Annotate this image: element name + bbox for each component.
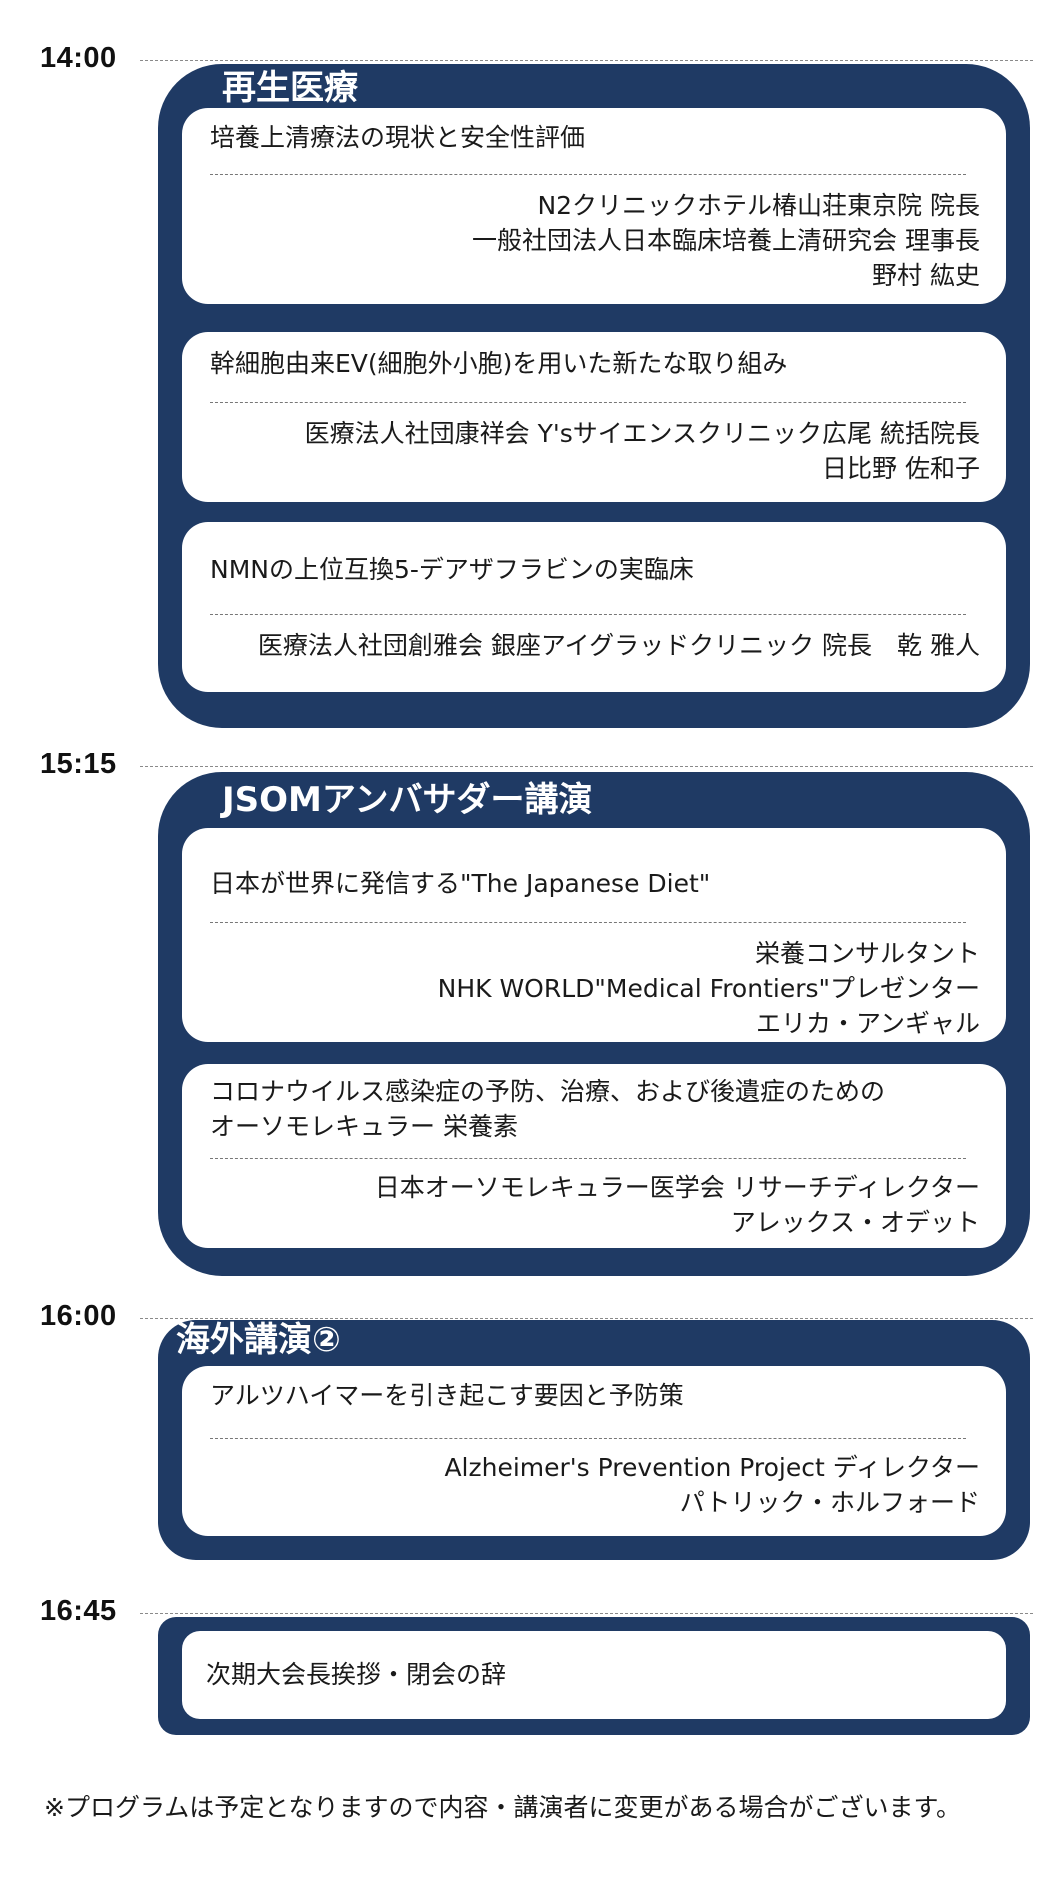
time-divider <box>140 1318 1033 1319</box>
program-note: ※プログラムは予定となりますので内容・講演者に変更がある場合がございます。 <box>44 1793 961 1822</box>
session-title: 再生医療 <box>222 68 358 108</box>
session-title: 海外講演② <box>176 1320 341 1360</box>
talk-title: 幹細胞由来EV(細胞外小胞)を用いた新たな取り組み <box>210 349 788 378</box>
speaker-name: アレックス・オデット <box>730 1208 980 1237</box>
session-block: 次期大会長挨拶・閉会の辞 <box>158 1617 1030 1735</box>
talk-separator <box>210 614 966 615</box>
session-time: 16:45 <box>40 1595 117 1627</box>
talk-separator <box>210 1438 966 1439</box>
speaker-line: 栄養コンサルタント <box>754 939 980 968</box>
session-title: JSOMアンバサダー講演 <box>222 780 593 820</box>
talk-card: 培養上清療法の現状と安全性評価 N2クリニックホテル椿山荘東京院 院長 一般社団… <box>182 108 1006 304</box>
speaker-info: 栄養コンサルタント NHK WORLD"Medical Frontiers"プレ… <box>202 936 980 1041</box>
session-time: 16:00 <box>40 1300 117 1332</box>
talk-card: アルツハイマーを引き起こす要因と予防策 Alzheimer's Preventi… <box>182 1366 1006 1536</box>
speaker-info: N2クリニックホテル椿山荘東京院 院長 一般社団法人日本臨床培養上清研究会 理事… <box>202 188 980 293</box>
speaker-line: 医療法人社団創雅会 銀座アイグラッドクリニック 院長 乾 雅人 <box>257 631 980 660</box>
session-time: 15:15 <box>40 748 117 780</box>
talk-separator <box>210 402 966 403</box>
speaker-info: 日本オーソモレキュラー医学会 リサーチディレクター アレックス・オデット <box>202 1170 980 1240</box>
talk-title: NMNの上位互換5-デアザフラビンの実臨床 <box>210 555 694 584</box>
speaker-line: 医療法人社団康祥会 Y'sサイエンスクリニック広尾 統括院長 <box>304 419 980 448</box>
session-time: 14:00 <box>40 42 117 74</box>
talk-title: コロナウイルス感染症の予防、治療、および後遺症のための オーソモレキュラー 栄養… <box>210 1077 886 1141</box>
talk-separator <box>210 1158 966 1159</box>
talk-title: 日本が世界に発信する"The Japanese Diet" <box>210 869 711 898</box>
speaker-line: Alzheimer's Prevention Project ディレクター <box>444 1453 980 1482</box>
talk-card: 幹細胞由来EV(細胞外小胞)を用いた新たな取り組み 医療法人社団康祥会 Y'sサ… <box>182 332 1006 502</box>
speaker-name: 日比野 佐和子 <box>822 454 980 483</box>
talk-title: 培養上清療法の現状と安全性評価 <box>210 123 586 152</box>
session-block: 再生医療 培養上清療法の現状と安全性評価 N2クリニックホテル椿山荘東京院 院長… <box>158 64 1030 728</box>
speaker-name: 野村 紘史 <box>872 261 980 290</box>
speaker-line: NHK WORLD"Medical Frontiers"プレゼンター <box>437 974 980 1003</box>
talk-separator <box>210 174 966 175</box>
talk-card: 日本が世界に発信する"The Japanese Diet" 栄養コンサルタント … <box>182 828 1006 1042</box>
talk-card: NMNの上位互換5-デアザフラビンの実臨床 医療法人社団創雅会 銀座アイグラッド… <box>182 522 1006 692</box>
time-divider <box>140 1613 1033 1614</box>
talk-card: コロナウイルス感染症の予防、治療、および後遺症のための オーソモレキュラー 栄養… <box>182 1064 1006 1248</box>
speaker-info: 医療法人社団創雅会 銀座アイグラッドクリニック 院長 乾 雅人 <box>202 628 980 663</box>
speaker-name: エリカ・アンギャル <box>755 1009 980 1038</box>
talk-title: アルツハイマーを引き起こす要因と予防策 <box>210 1381 684 1410</box>
time-divider <box>140 60 1033 61</box>
talk-card: 次期大会長挨拶・閉会の辞 <box>182 1631 1006 1719</box>
session-block: JSOMアンバサダー講演 日本が世界に発信する"The Japanese Die… <box>158 772 1030 1276</box>
session-block: 海外講演② アルツハイマーを引き起こす要因と予防策 Alzheimer's Pr… <box>158 1320 1030 1560</box>
talk-title: 次期大会長挨拶・閉会の辞 <box>206 1660 507 1689</box>
speaker-line: 一般社団法人日本臨床培養上清研究会 理事長 <box>472 226 980 255</box>
speaker-info: Alzheimer's Prevention Project ディレクター パト… <box>202 1450 980 1520</box>
speaker-info: 医療法人社団康祥会 Y'sサイエンスクリニック広尾 統括院長 日比野 佐和子 <box>202 416 980 486</box>
speaker-line: 日本オーソモレキュラー医学会 リサーチディレクター <box>374 1173 980 1202</box>
speaker-line: N2クリニックホテル椿山荘東京院 院長 <box>537 191 980 220</box>
speaker-name: パトリック・ホルフォード <box>679 1488 980 1517</box>
time-divider <box>140 766 1033 767</box>
talk-separator <box>210 922 966 923</box>
